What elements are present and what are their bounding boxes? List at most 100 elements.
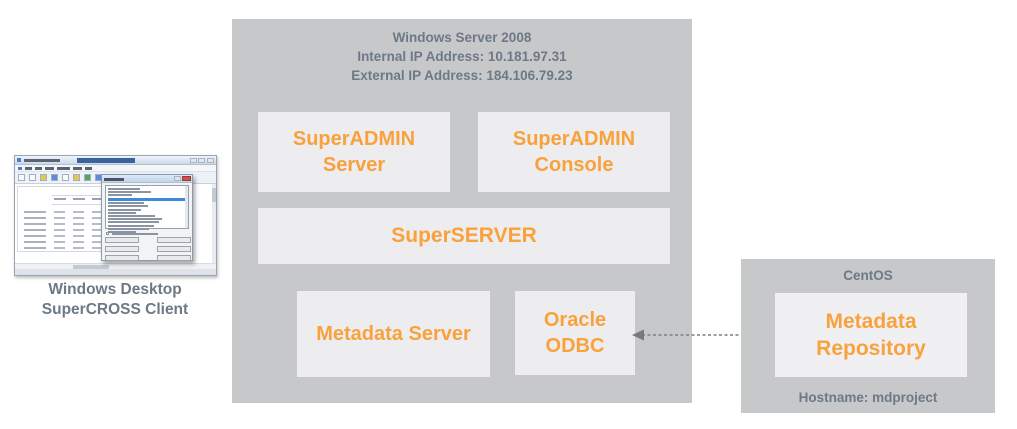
scrollbar-thumb (212, 188, 216, 202)
metadata-repository-box: Metadata Repository (775, 293, 967, 377)
dialog-button (105, 246, 139, 252)
menu-item (85, 167, 92, 170)
toolbar-icon (40, 174, 47, 181)
list-item (108, 208, 142, 211)
dialog-button (105, 255, 139, 261)
cell (92, 223, 103, 225)
list-item (108, 202, 144, 205)
toolbar-icon (18, 174, 25, 181)
maximize-icon (198, 158, 205, 163)
client-caption: Windows Desktop SuperCROSS Client (10, 280, 220, 320)
label-line: SuperADMIN (292, 128, 416, 150)
list-item (108, 194, 132, 197)
list-item (108, 227, 150, 230)
cell (54, 211, 65, 213)
column-header (73, 198, 85, 200)
status-bar (15, 269, 216, 275)
list-item (108, 205, 148, 208)
label-line: Repository (816, 337, 926, 360)
toolbar-icon (29, 174, 36, 181)
label-line: Server (322, 154, 386, 176)
list-item (108, 218, 162, 221)
centos-hostname: Hostname: mdproject (798, 390, 938, 405)
list-item (108, 215, 156, 217)
label-line: SuperADMIN (512, 128, 636, 150)
list-item (108, 230, 136, 233)
metadata-server-box: Metadata Server (297, 291, 490, 377)
internal-ip: Internal IP Address: 10.181.97.31 (357, 49, 567, 64)
cell (73, 235, 84, 237)
horizontal-scrollbar (15, 263, 216, 269)
list-item (108, 197, 187, 202)
menu-bar (15, 165, 216, 172)
cell (92, 229, 103, 231)
superadmin-console-box: SuperADMIN Console (478, 112, 670, 192)
cell (54, 235, 65, 237)
row-label (24, 247, 46, 249)
close-icon (207, 158, 214, 163)
list-item (108, 224, 154, 227)
label-line: Oracle (543, 309, 607, 331)
window-title-text (24, 159, 60, 162)
row-label (24, 217, 46, 219)
centos-panel: CentOS Metadata Repository Hostname: mdp… (741, 259, 995, 413)
toolbar-icon (84, 174, 91, 181)
cell (92, 211, 103, 213)
caption-line-2: SuperCROSS Client (41, 301, 189, 318)
supercross-client-screenshot (14, 155, 217, 276)
toolbar-icon (62, 174, 69, 181)
label-line: ODBC (545, 335, 605, 357)
menu-item (18, 167, 22, 170)
label-line: Metadata Server (316, 323, 471, 345)
menu-item (73, 167, 82, 170)
menu-item (57, 167, 70, 170)
cell (92, 235, 103, 237)
cell (54, 223, 65, 225)
window-title-bar (15, 156, 216, 165)
superadmin-server-box: SuperADMIN Server (258, 112, 450, 192)
row-label (24, 241, 46, 243)
help-icon (174, 176, 181, 181)
dialog-button (157, 255, 191, 261)
label-line: SuperSERVER (391, 224, 537, 247)
cell (73, 223, 84, 225)
windows-server-panel: Windows Server 2008 Internal IP Address:… (232, 19, 692, 403)
panel-title: Windows Server 2008 (392, 30, 532, 45)
row-label (24, 229, 46, 231)
windows-server-header: Windows Server 2008 Internal IP Address:… (232, 28, 692, 85)
cell (92, 217, 103, 219)
cell (54, 217, 65, 219)
cell (54, 247, 65, 249)
checkbox-label (112, 233, 158, 235)
minimize-icon (190, 158, 197, 163)
vertical-scrollbar (212, 184, 216, 263)
fields-dialog (101, 174, 193, 261)
toolbar-icon (51, 174, 58, 181)
list-item (108, 188, 140, 190)
column-header (92, 198, 104, 200)
menu-item (25, 167, 32, 170)
checkbox (106, 232, 109, 235)
cell (92, 241, 103, 243)
label-line: Metadata (825, 310, 917, 333)
menu-item (45, 167, 54, 170)
list-scrollbar (185, 186, 188, 228)
row-label (24, 235, 46, 237)
row-label (24, 223, 46, 225)
cell (54, 229, 65, 231)
label-line: Console (534, 154, 614, 176)
dialog-button (105, 237, 139, 243)
superserver-box: SuperSERVER (258, 208, 670, 264)
dialog-title-text (104, 178, 124, 181)
dialog-title-bar (102, 175, 192, 183)
list-item (108, 221, 159, 224)
caption-line-1: Windows Desktop (48, 281, 182, 298)
oracle-odbc-box: Oracle ODBC (515, 291, 635, 375)
dialog-button (157, 237, 191, 243)
row-label (24, 211, 46, 213)
toolbar-icon (73, 174, 80, 181)
centos-title: CentOS (843, 268, 893, 283)
title-highlight (77, 158, 135, 163)
dialog-button (157, 246, 191, 252)
